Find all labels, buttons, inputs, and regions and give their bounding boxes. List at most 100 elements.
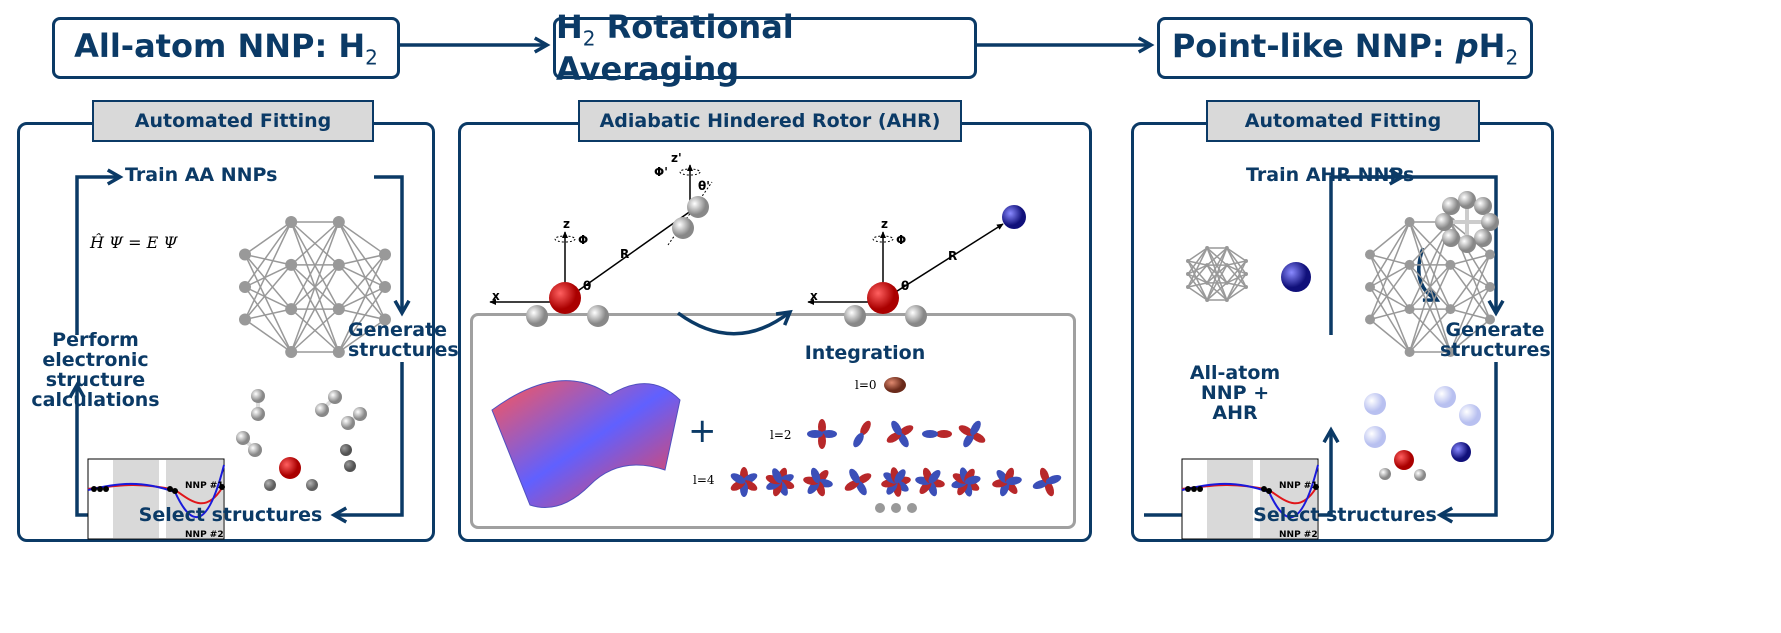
spherical-harmonic-orbital bbox=[958, 420, 986, 448]
right-fit-plot: NNP #1 NNP #2 bbox=[1181, 458, 1319, 540]
network-node bbox=[239, 313, 251, 326]
spherical-harmonic-orbital bbox=[803, 467, 833, 497]
spherical-harmonic-orbital bbox=[844, 468, 872, 496]
step-point-like-text: Point-like NNP: pH2 bbox=[1171, 26, 1519, 70]
svg-text:z: z bbox=[881, 217, 888, 231]
orbital-l0 bbox=[884, 377, 906, 393]
svg-text:θ: θ bbox=[901, 279, 909, 293]
network-node bbox=[285, 216, 298, 228]
svg-text:R: R bbox=[948, 249, 957, 263]
network-node bbox=[1365, 249, 1375, 260]
h2o-ph2-configuration: z x Φθ R bbox=[807, 205, 1026, 327]
svg-text:z': z' bbox=[671, 151, 682, 165]
step-rotational-text: H2 Rotational Averaging bbox=[556, 7, 794, 89]
row-l4: l=4 bbox=[693, 473, 715, 487]
left-panel-title: Automated Fitting bbox=[92, 100, 374, 142]
step-rotational-averaging: H2 Rotational Averaging bbox=[553, 8, 977, 88]
svg-text:θ': θ' bbox=[698, 179, 710, 193]
integration-box bbox=[470, 313, 1076, 529]
network-node bbox=[1445, 304, 1456, 315]
loop-arrow-to-generate-r bbox=[1368, 175, 1505, 317]
curved-arrow bbox=[676, 309, 793, 336]
select-structures-r: Select structures bbox=[1253, 504, 1437, 526]
network-node bbox=[1224, 246, 1229, 250]
network-node bbox=[1224, 263, 1229, 268]
potential-surface bbox=[491, 380, 681, 508]
network-node bbox=[1205, 263, 1210, 268]
train-ahr-nnps: Train AHR NNPs bbox=[1246, 164, 1415, 186]
integration-title: Integration bbox=[804, 342, 926, 364]
network-node bbox=[1186, 259, 1190, 263]
network-node bbox=[379, 281, 391, 293]
svg-text:Φ: Φ bbox=[578, 233, 588, 247]
network-node bbox=[332, 303, 345, 316]
svg-text:θ: θ bbox=[583, 279, 591, 293]
h2-molecules-left bbox=[236, 389, 367, 491]
spherical-harmonic-orbital bbox=[922, 430, 952, 438]
network-node bbox=[239, 281, 251, 293]
network-node bbox=[285, 303, 298, 316]
spherical-harmonic-orbital bbox=[951, 467, 981, 497]
network-node bbox=[1186, 285, 1190, 289]
spherical-harmonic-orbital bbox=[886, 420, 914, 448]
middle-panel-title: Adiabatic Hindered Rotor (AHR) bbox=[578, 100, 962, 142]
spherical-harmonic-orbital bbox=[1032, 467, 1062, 497]
spherical-harmonic-orbital bbox=[992, 467, 1022, 497]
network-node bbox=[1224, 298, 1229, 302]
network-node bbox=[1445, 347, 1456, 357]
loop-arrow-to-generate bbox=[374, 175, 411, 317]
left-fit-plot: NNP #1 NNP #2 bbox=[87, 458, 225, 540]
ph2-particles-right bbox=[1364, 386, 1481, 481]
loop-arrow-to-select bbox=[330, 362, 404, 524]
svg-text:R: R bbox=[620, 247, 629, 261]
network-node bbox=[1365, 314, 1375, 325]
loop-arrow-to-select-r bbox=[1436, 362, 1498, 524]
network-node bbox=[1485, 249, 1495, 260]
network-node bbox=[1445, 259, 1456, 270]
nnp1-label-r: NNP #1 bbox=[1279, 481, 1318, 491]
svg-text:x: x bbox=[810, 289, 818, 303]
network-node bbox=[1404, 217, 1415, 227]
spherical-harmonic-orbital bbox=[881, 467, 911, 497]
nnp2-label-r: NNP #2 bbox=[1279, 530, 1318, 540]
network-node bbox=[1404, 304, 1415, 315]
select-structures: Select structures bbox=[138, 504, 323, 526]
network-node bbox=[1205, 246, 1210, 250]
network-node bbox=[285, 346, 298, 358]
generate-structures-r: Generate structures bbox=[1440, 319, 1551, 361]
network-node bbox=[332, 258, 345, 271]
step-all-atom-nnp: All-atom NNP: H2 bbox=[52, 17, 400, 79]
network-node bbox=[1244, 272, 1248, 276]
spherical-harmonic-orbital bbox=[765, 467, 795, 497]
svg-text:Φ: Φ bbox=[896, 233, 906, 247]
network-node bbox=[1485, 282, 1495, 292]
network-node bbox=[1205, 280, 1210, 285]
spherical-harmonic-orbital bbox=[853, 420, 871, 448]
spherical-harmonic-orbital bbox=[730, 467, 758, 497]
network-node bbox=[1244, 285, 1248, 289]
network-node bbox=[285, 258, 298, 271]
right-panel-title: Automated Fitting bbox=[1206, 100, 1480, 142]
h2-rotor-cluster bbox=[1281, 191, 1499, 292]
loop-arrow-to-train bbox=[75, 168, 124, 335]
ellipsis-dots bbox=[875, 503, 917, 513]
nnp1-label: NNP #1 bbox=[185, 481, 224, 491]
network-node bbox=[1205, 298, 1210, 302]
step-all-atom-text: All-atom NNP: H2 bbox=[74, 26, 378, 70]
network-node bbox=[379, 248, 391, 261]
network-node bbox=[1365, 282, 1375, 292]
train-aa-nnps: Train AA NNPs bbox=[125, 164, 278, 186]
row-l2: l=2 bbox=[770, 428, 792, 442]
network-node bbox=[1485, 314, 1495, 325]
h2o-h2-configuration: zx Φθ R z'Φ'θ' bbox=[489, 151, 713, 327]
spherical-harmonic-orbital bbox=[915, 467, 945, 497]
svg-text:x: x bbox=[492, 289, 500, 303]
network-node bbox=[379, 313, 391, 326]
network-node bbox=[332, 346, 345, 358]
svg-text:Φ': Φ' bbox=[654, 165, 668, 179]
network-node bbox=[1186, 272, 1190, 276]
perform-calculations: Perform electronic structure calculation… bbox=[31, 329, 160, 411]
nnp2-label: NNP #2 bbox=[185, 530, 224, 540]
